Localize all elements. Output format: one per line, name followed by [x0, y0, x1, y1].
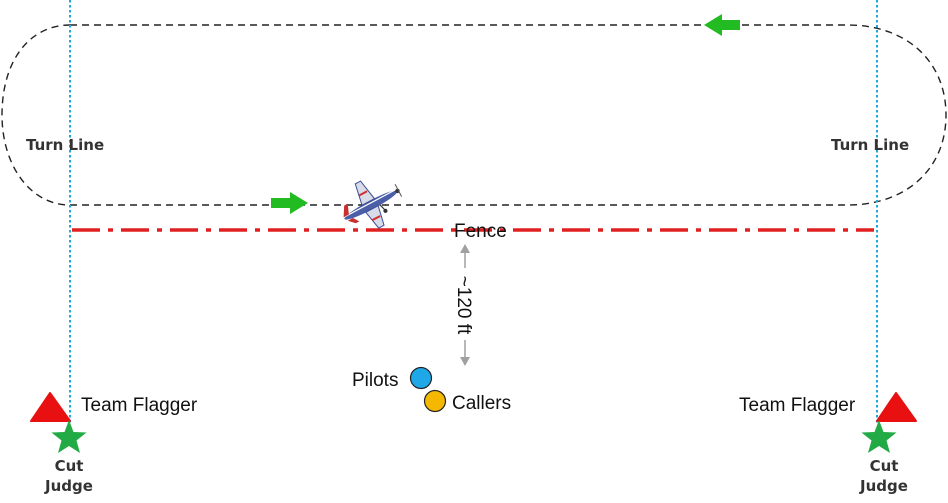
airplane-icon	[343, 180, 403, 229]
cut-judge-label-right-2: Judge	[859, 477, 908, 495]
pilots-label: Pilots	[352, 370, 398, 391]
pilots-marker	[409, 366, 433, 390]
callers-label: Callers	[452, 393, 511, 414]
direction-arrow-left	[704, 14, 740, 36]
cut-judge-label-left-2: Judge	[44, 477, 93, 495]
direction-arrow-right	[271, 192, 308, 214]
distance-label: ~120 ft	[453, 276, 474, 335]
cut-judge-label-left-1: Cut	[55, 457, 84, 475]
flagger-triangle-left	[30, 392, 71, 422]
turn-line-label-left: Turn Line	[26, 136, 104, 154]
judge-star-left	[51, 420, 87, 453]
callers-marker	[423, 389, 447, 413]
judge-star-right	[861, 420, 897, 453]
turn-line-label-right: Turn Line	[831, 136, 909, 154]
flagger-triangle-right	[876, 392, 917, 422]
team-flagger-label-left: Team Flagger	[81, 395, 198, 416]
team-flagger-label-right: Team Flagger	[739, 395, 856, 416]
fence-label: Fence	[454, 221, 507, 242]
cut-judge-label-right-1: Cut	[870, 457, 899, 475]
flight-path	[1, 24, 947, 206]
